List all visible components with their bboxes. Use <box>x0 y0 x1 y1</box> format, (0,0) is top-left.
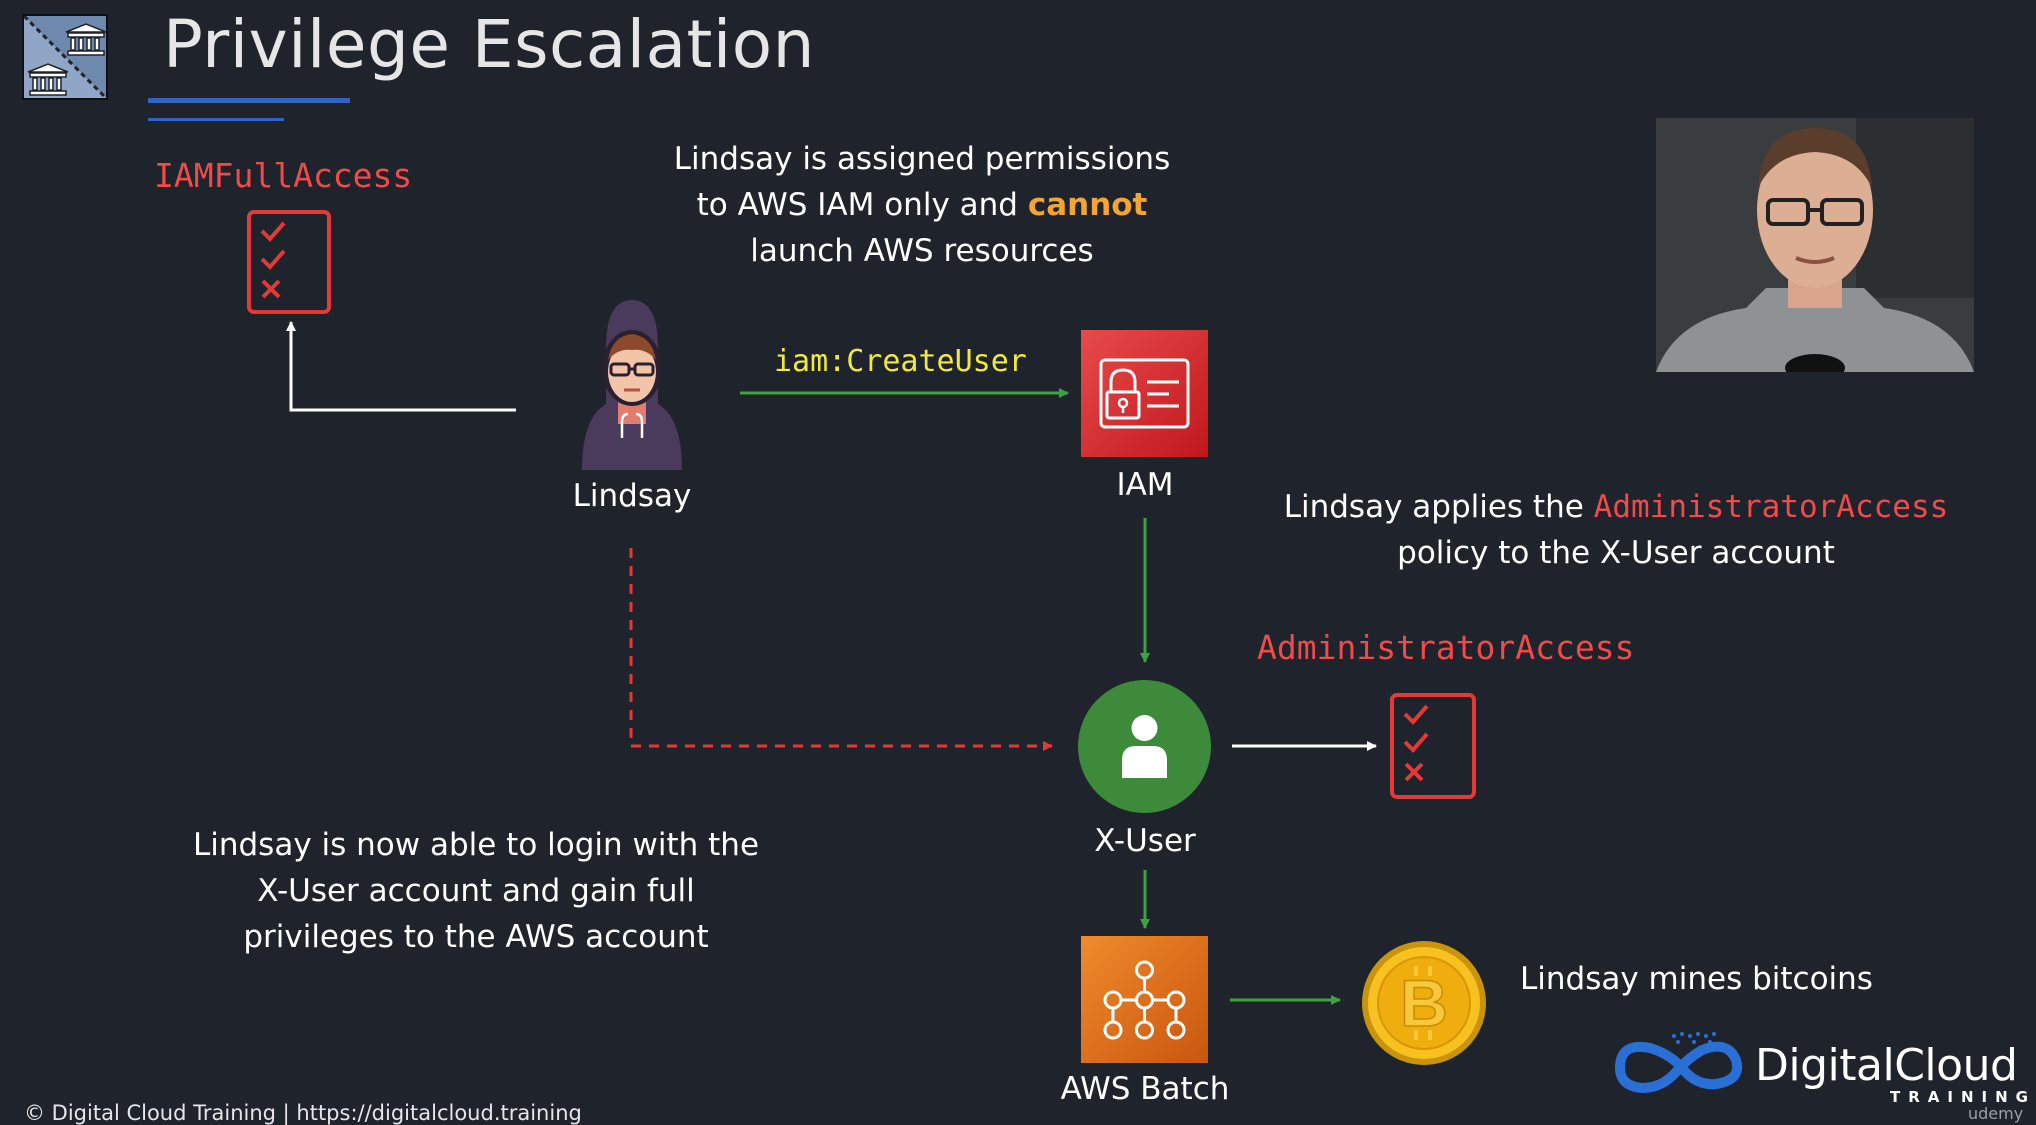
course-logo <box>22 14 108 100</box>
udemy-watermark: udemy <box>1968 1104 2024 1123</box>
login-note: Lindsay is now able to login with the X-… <box>192 827 760 955</box>
hacker-avatar-icon <box>572 298 692 474</box>
policy-document-icon <box>1389 692 1477 804</box>
aws-batch-icon <box>1081 936 1208 1063</box>
administrator-access-label: AdministratorAccess <box>1257 628 1635 667</box>
digitalcloud-logo-icon <box>1610 1028 1750 1102</box>
page-title: Privilege Escalation <box>163 6 815 83</box>
create-user-action-label: iam:CreateUser <box>774 344 1027 379</box>
svg-text:B: B <box>1400 966 1448 1040</box>
iam-full-access-label: IAMFullAccess <box>154 156 413 195</box>
policy-document-icon <box>246 209 332 319</box>
presenter-webcam-image <box>1656 118 1974 372</box>
brand-subtitle: TRAINING <box>1890 1088 2036 1106</box>
permissions-note: Lindsay is assigned permissions to AWS I… <box>673 141 1171 269</box>
bitcoin-icon: B <box>1361 940 1487 1070</box>
brand-name: DigitalCloud <box>1755 1040 2018 1091</box>
title-underline-secondary <box>148 118 284 121</box>
footer-copyright: © Digital Cloud Training | https://digit… <box>24 1101 582 1125</box>
iam-label: IAM <box>1116 467 1174 503</box>
iam-icon <box>1081 330 1208 457</box>
mines-note: Lindsay mines bitcoins <box>1520 961 1873 997</box>
lindsay-label: Lindsay <box>572 478 692 514</box>
applies-policy-note: Lindsay applies the AdministratorAccess … <box>1283 489 1949 571</box>
user-account-icon <box>1078 680 1211 813</box>
xuser-label: X-User <box>1094 823 1196 859</box>
title-underline <box>148 98 350 103</box>
aws-batch-label: AWS Batch <box>1060 1071 1230 1107</box>
